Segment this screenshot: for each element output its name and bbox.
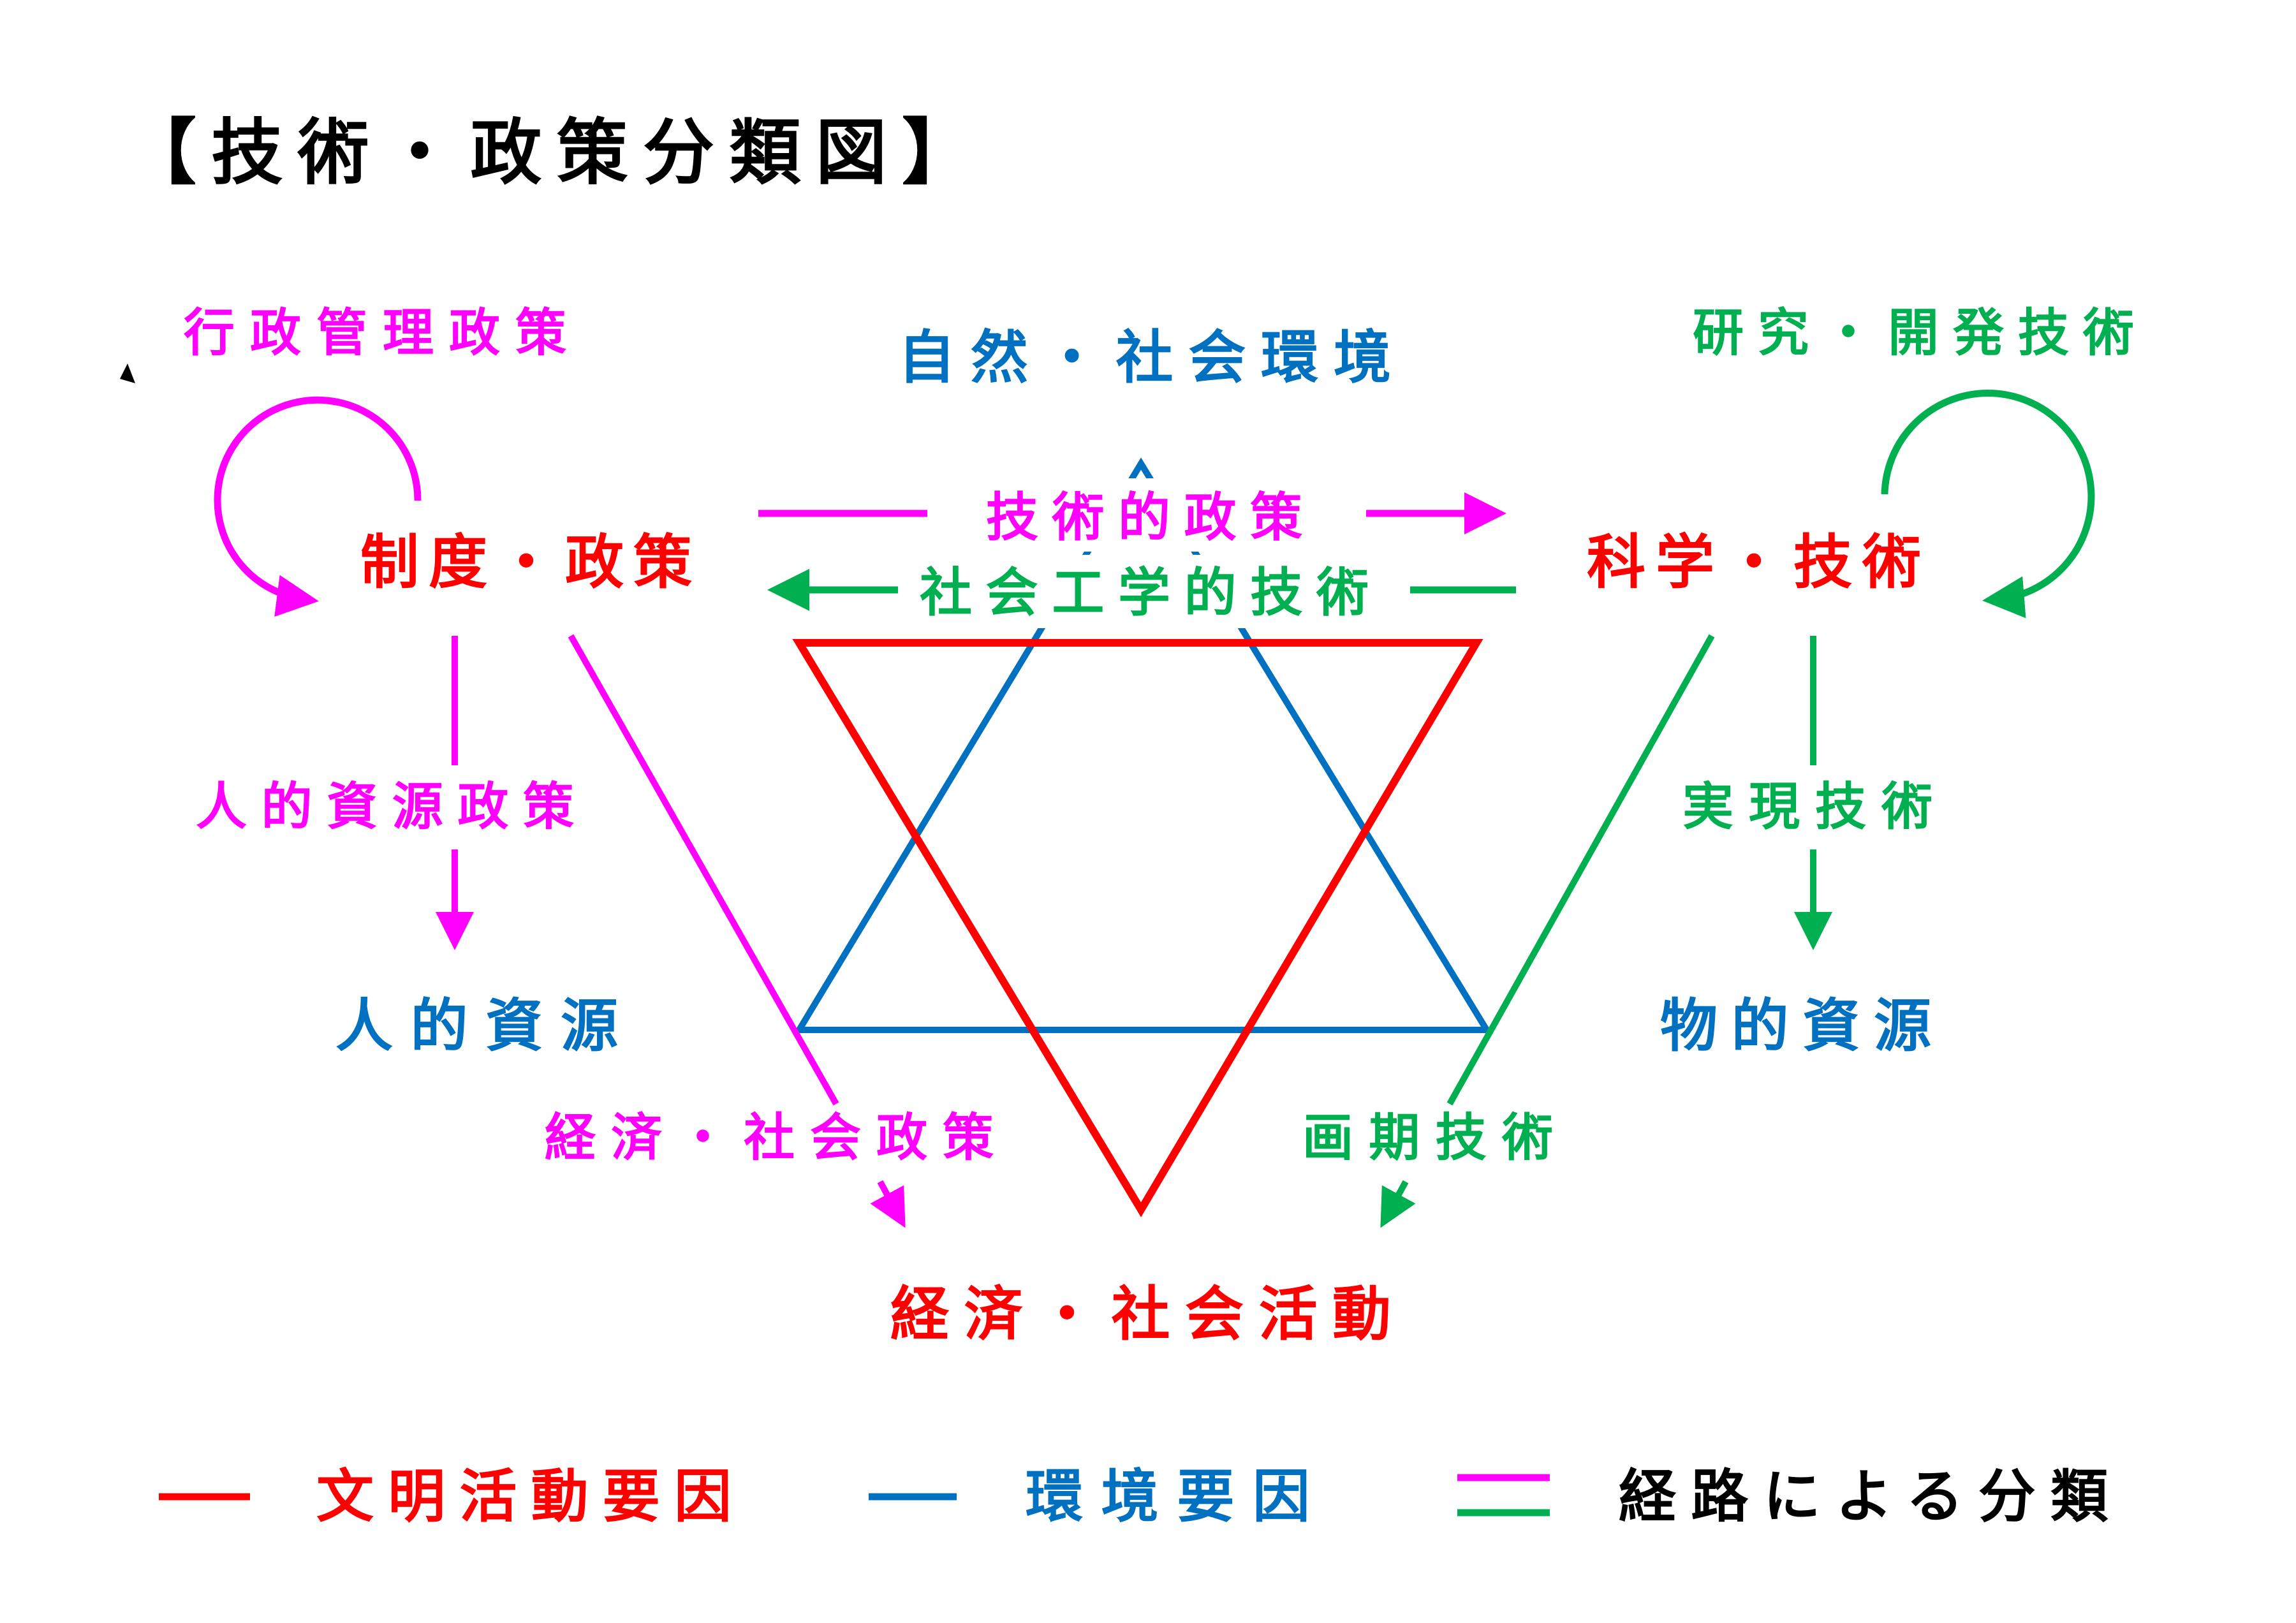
implementation-technology-label: 実現技術 bbox=[1682, 777, 1932, 837]
breakthrough-technology-arrow bbox=[1380, 1180, 1416, 1228]
administrative-policy-label: 行政管理政策 bbox=[184, 304, 566, 363]
legend: 文明活動要因 環境要因 経路による分類 bbox=[159, 1464, 2108, 1531]
legend-environment-label: 環境要因 bbox=[1026, 1464, 1310, 1531]
institution-policy-node: 制度・政策 bbox=[360, 529, 692, 597]
administrative-policy-loop-arrow bbox=[214, 396, 422, 617]
human-resources-node: 人的資源 bbox=[335, 993, 618, 1060]
legend-path-label: 経路による分類 bbox=[1619, 1464, 2108, 1531]
pointer-mark-icon bbox=[120, 364, 135, 383]
research-development-label: 研究・開発技術 bbox=[1693, 304, 2134, 363]
natural-social-environment-node: 自然・社会環境 bbox=[898, 325, 1391, 392]
page-title: 【技術・政策分類図】 bbox=[125, 112, 973, 195]
human-resource-policy-label: 人的資源政策 bbox=[196, 777, 574, 837]
legend-civilization-label: 文明活動要因 bbox=[316, 1464, 732, 1531]
economic-social-policy-label: 経済・社会政策 bbox=[545, 1108, 994, 1168]
physical-resources-node: 物的資源 bbox=[1660, 993, 1931, 1060]
environment-triangle bbox=[793, 457, 1492, 1033]
science-technology-node: 科学・技術 bbox=[1587, 529, 1921, 597]
breakthrough-technology-line bbox=[1446, 634, 1715, 1106]
civilization-triangle bbox=[792, 639, 1483, 1217]
technological-policy-label: 技術的政策 bbox=[986, 488, 1302, 548]
economic-social-policy-line bbox=[568, 634, 839, 1106]
breakthrough-technology-label: 画期技術 bbox=[1302, 1108, 1553, 1168]
social-engineering-label: 社会工学的技術 bbox=[920, 563, 1369, 624]
research-development-loop-arrow bbox=[1881, 390, 2095, 619]
economic-social-activity-node: 経済・社会活動 bbox=[890, 1281, 1391, 1349]
economic-social-policy-arrow bbox=[870, 1180, 906, 1228]
